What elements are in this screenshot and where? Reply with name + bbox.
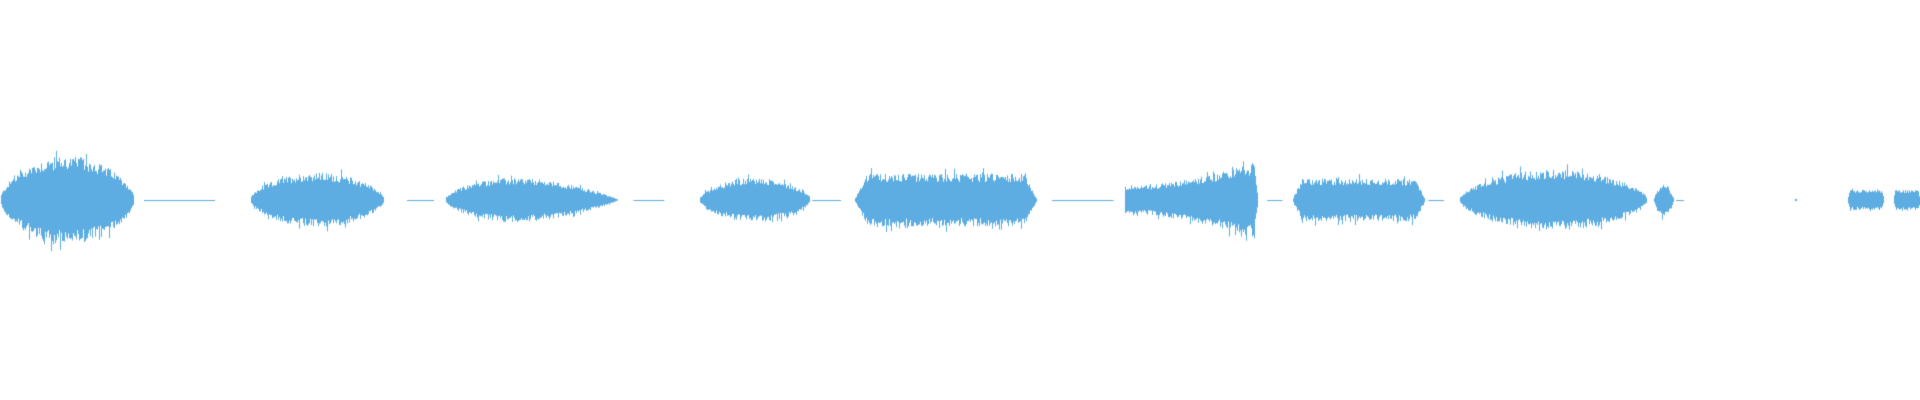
audio-waveform[interactable] xyxy=(0,0,1920,400)
